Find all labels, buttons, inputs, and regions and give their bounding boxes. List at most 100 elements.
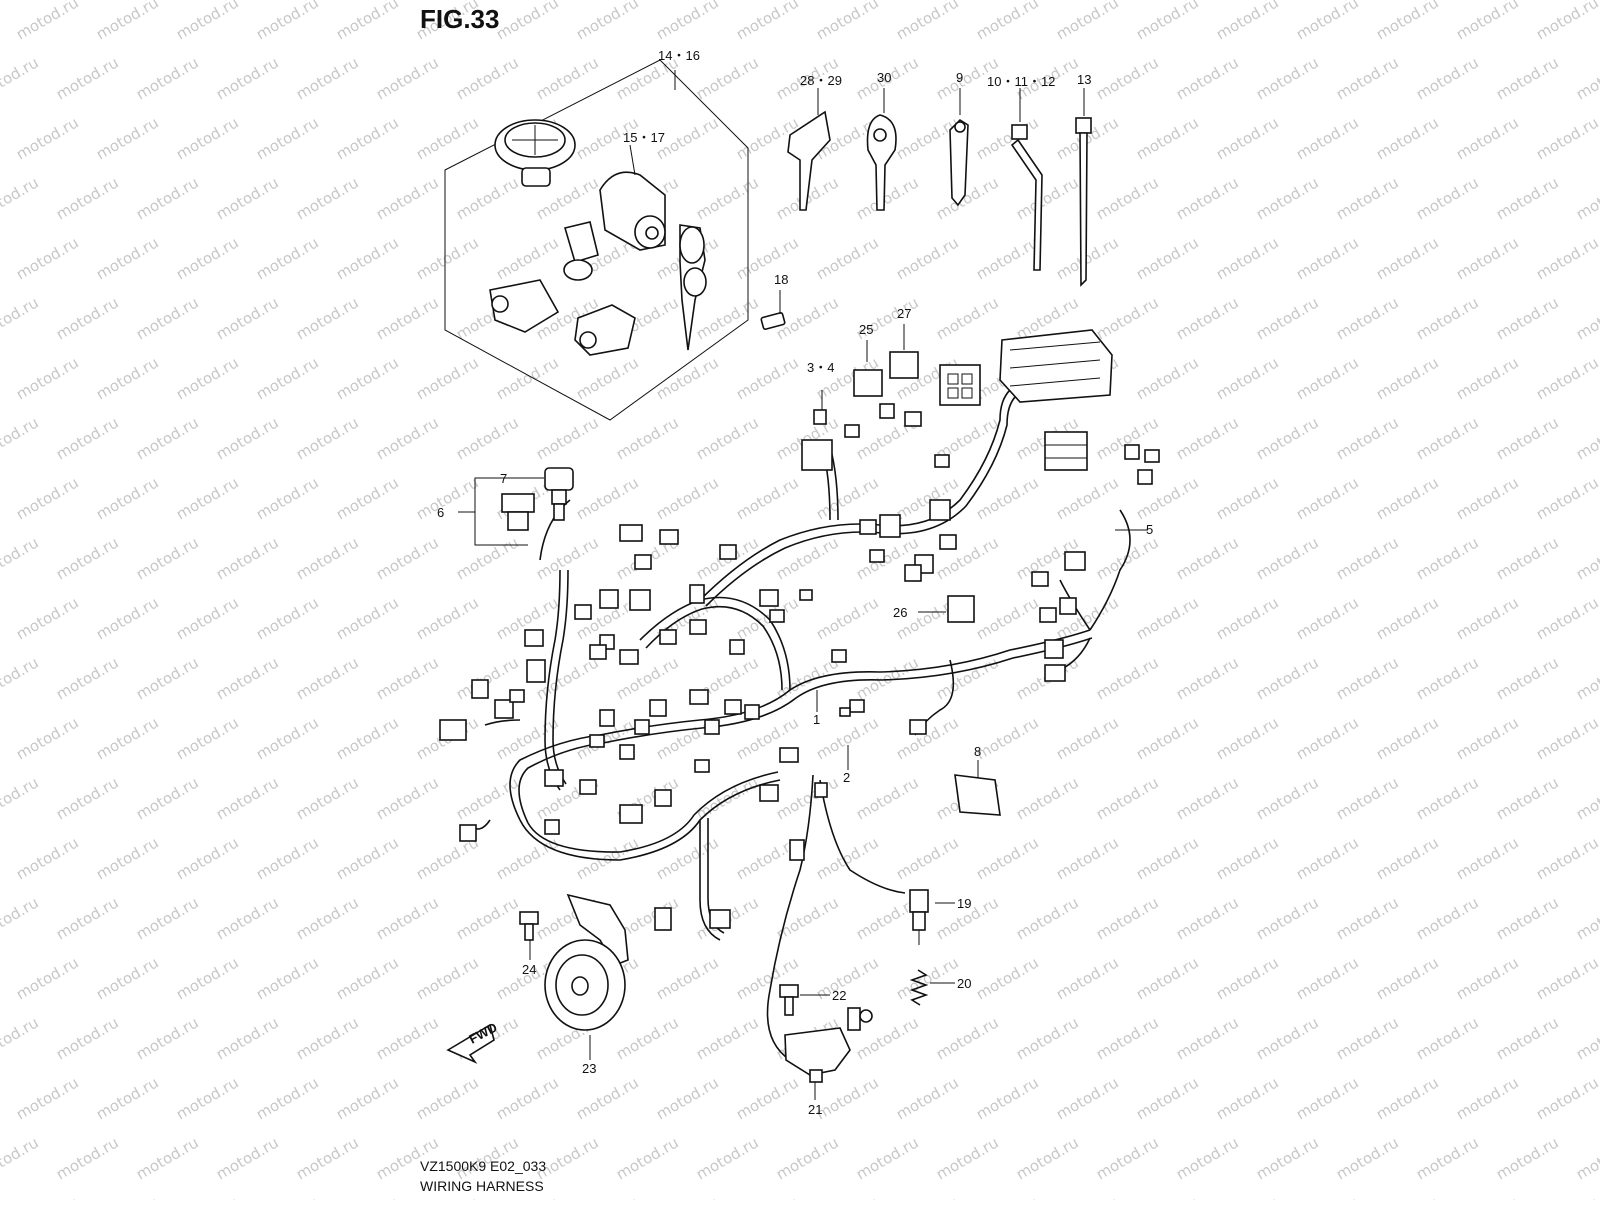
watermark-text: motod.ru: [1573, 1013, 1600, 1063]
callout-21: 21: [808, 1102, 822, 1117]
connector-icon: [579, 779, 597, 795]
diagram-code: VZ1500K9 E02_033: [420, 1158, 547, 1174]
watermark-text: motod.ru: [1373, 353, 1442, 403]
watermark-text: motod.ru: [173, 833, 242, 883]
connector-icon: [934, 454, 950, 468]
connector-icon: [724, 699, 742, 715]
watermark-text: motod.ru: [93, 113, 162, 163]
callout-3-4: 3・4: [807, 360, 834, 375]
watermark-text: motod.ru: [1253, 893, 1322, 943]
connector-icon: [659, 529, 679, 545]
watermark-text: motod.ru: [1133, 713, 1202, 763]
watermark-text: motod.ru: [693, 413, 762, 463]
watermark-text: motod.ru: [773, 773, 842, 823]
watermark-text: motod.ru: [253, 833, 322, 883]
ignition-kit-outline: [444, 59, 749, 421]
watermark-text: motod.ru: [1173, 773, 1242, 823]
watermark-text: motod.ru: [53, 173, 122, 223]
watermark-text: motod.ru: [13, 833, 82, 883]
relay-icon: [947, 595, 975, 623]
watermark-text: motod.ru: [333, 353, 402, 403]
watermark-text: motod.ru: [293, 533, 362, 583]
connector-icon: [619, 744, 635, 760]
watermark-text: motod.ru: [893, 1073, 962, 1123]
connector-icon: [654, 789, 672, 807]
watermark-text: motod.ru: [173, 593, 242, 643]
watermark-text: motod.ru: [1493, 413, 1562, 463]
connector-icon: [1124, 444, 1140, 460]
watermark-text: motod.ru: [133, 773, 202, 823]
connector-icon: [789, 839, 805, 861]
watermark-text: motod.ru: [13, 0, 82, 43]
leader-lines: [458, 88, 1148, 1100]
relay-icon: [889, 351, 919, 379]
watermark-text: motod.ru: [133, 53, 202, 103]
watermark-text: motod.ru: [1573, 653, 1600, 703]
watermark-text: motod.ru: [493, 0, 562, 43]
watermark-text: motod.ru: [213, 893, 282, 943]
connector-icon: [439, 719, 467, 741]
watermark-text: motod.ru: [1413, 1133, 1482, 1183]
watermark-text: motod.ru: [373, 53, 442, 103]
watermark-text: motod.ru: [1493, 773, 1562, 823]
watermark-text: motod.ru: [1453, 233, 1522, 283]
key-blank-icon: [787, 110, 831, 211]
watermark-text: motod.ru: [973, 0, 1042, 43]
helmet-lock-icon: [489, 279, 560, 333]
watermark-text: motod.ru: [1093, 53, 1162, 103]
watermark-text: motod.ru: [1333, 1133, 1402, 1183]
watermark-text: motod.ru: [1173, 173, 1242, 223]
watermark-text: motod.ru: [533, 413, 602, 463]
watermark-text: motod.ru: [253, 473, 322, 523]
callout-9: 9: [956, 70, 963, 85]
watermark-text: motod.ru: [0, 533, 42, 583]
watermark-text: motod.ru: [893, 953, 962, 1003]
watermark-text: motod.ru: [813, 473, 882, 523]
connector-icon: [689, 619, 707, 635]
watermark-text: motod.ru: [53, 893, 122, 943]
watermark-text: motod.ru: [93, 0, 162, 43]
watermark-text: motod.ru: [1573, 53, 1600, 103]
watermark-text: motod.ru: [93, 593, 162, 643]
connector-icon: [634, 719, 650, 735]
watermark-text: motod.ru: [453, 893, 522, 943]
main-wiring-harness: [469, 389, 1131, 1061]
watermark-text: motod.ru: [1453, 1073, 1522, 1123]
seat-lock-icon: [563, 221, 599, 281]
watermark-text: motod.ru: [53, 1013, 122, 1063]
watermark-text: motod.ru: [373, 893, 442, 943]
watermark-text: motod.ru: [1213, 593, 1282, 643]
watermark-text: motod.ru: [1293, 833, 1362, 883]
watermark-text: motod.ru: [373, 653, 442, 703]
connector-icon: [689, 689, 709, 705]
watermark-text: motod.ru: [1093, 1013, 1162, 1063]
callout-2: 2: [843, 770, 850, 785]
watermark-text: motod.ru: [853, 773, 922, 823]
watermark-text: motod.ru: [1093, 533, 1162, 583]
watermark-text: motod.ru: [1453, 713, 1522, 763]
connector-icon: [654, 907, 672, 931]
callout-14-16: 14・16: [658, 48, 700, 63]
watermark-text: motod.ru: [1133, 1073, 1202, 1123]
watermark-text: motod.ru: [493, 833, 562, 883]
watermark-text: motod.ru: [1493, 293, 1562, 343]
watermark-text: motod.ru: [293, 1133, 362, 1183]
watermark-text: motod.ru: [653, 953, 722, 1003]
watermark-text: motod.ru: [1333, 893, 1402, 943]
watermark-text: motod.ru: [893, 233, 962, 283]
watermark-text: motod.ru: [1493, 1133, 1562, 1183]
watermark-text: motod.ru: [1173, 53, 1242, 103]
watermark-text: motod.ru: [93, 1193, 162, 1200]
watermark-text: motod.ru: [93, 473, 162, 523]
connector-icon: [709, 909, 731, 929]
watermark-text: motod.ru: [1093, 173, 1162, 223]
watermark-text: motod.ru: [1373, 0, 1442, 43]
watermark-text: motod.ru: [813, 1193, 882, 1200]
watermark-text: motod.ru: [13, 1193, 82, 1200]
watermark-text: motod.ru: [173, 473, 242, 523]
watermark-text: motod.ru: [653, 353, 722, 403]
watermark-text: motod.ru: [373, 413, 442, 463]
watermark-text: motod.ru: [0, 0, 2, 43]
watermark-text: motod.ru: [973, 1193, 1042, 1200]
watermark-text: motod.ru: [333, 833, 402, 883]
